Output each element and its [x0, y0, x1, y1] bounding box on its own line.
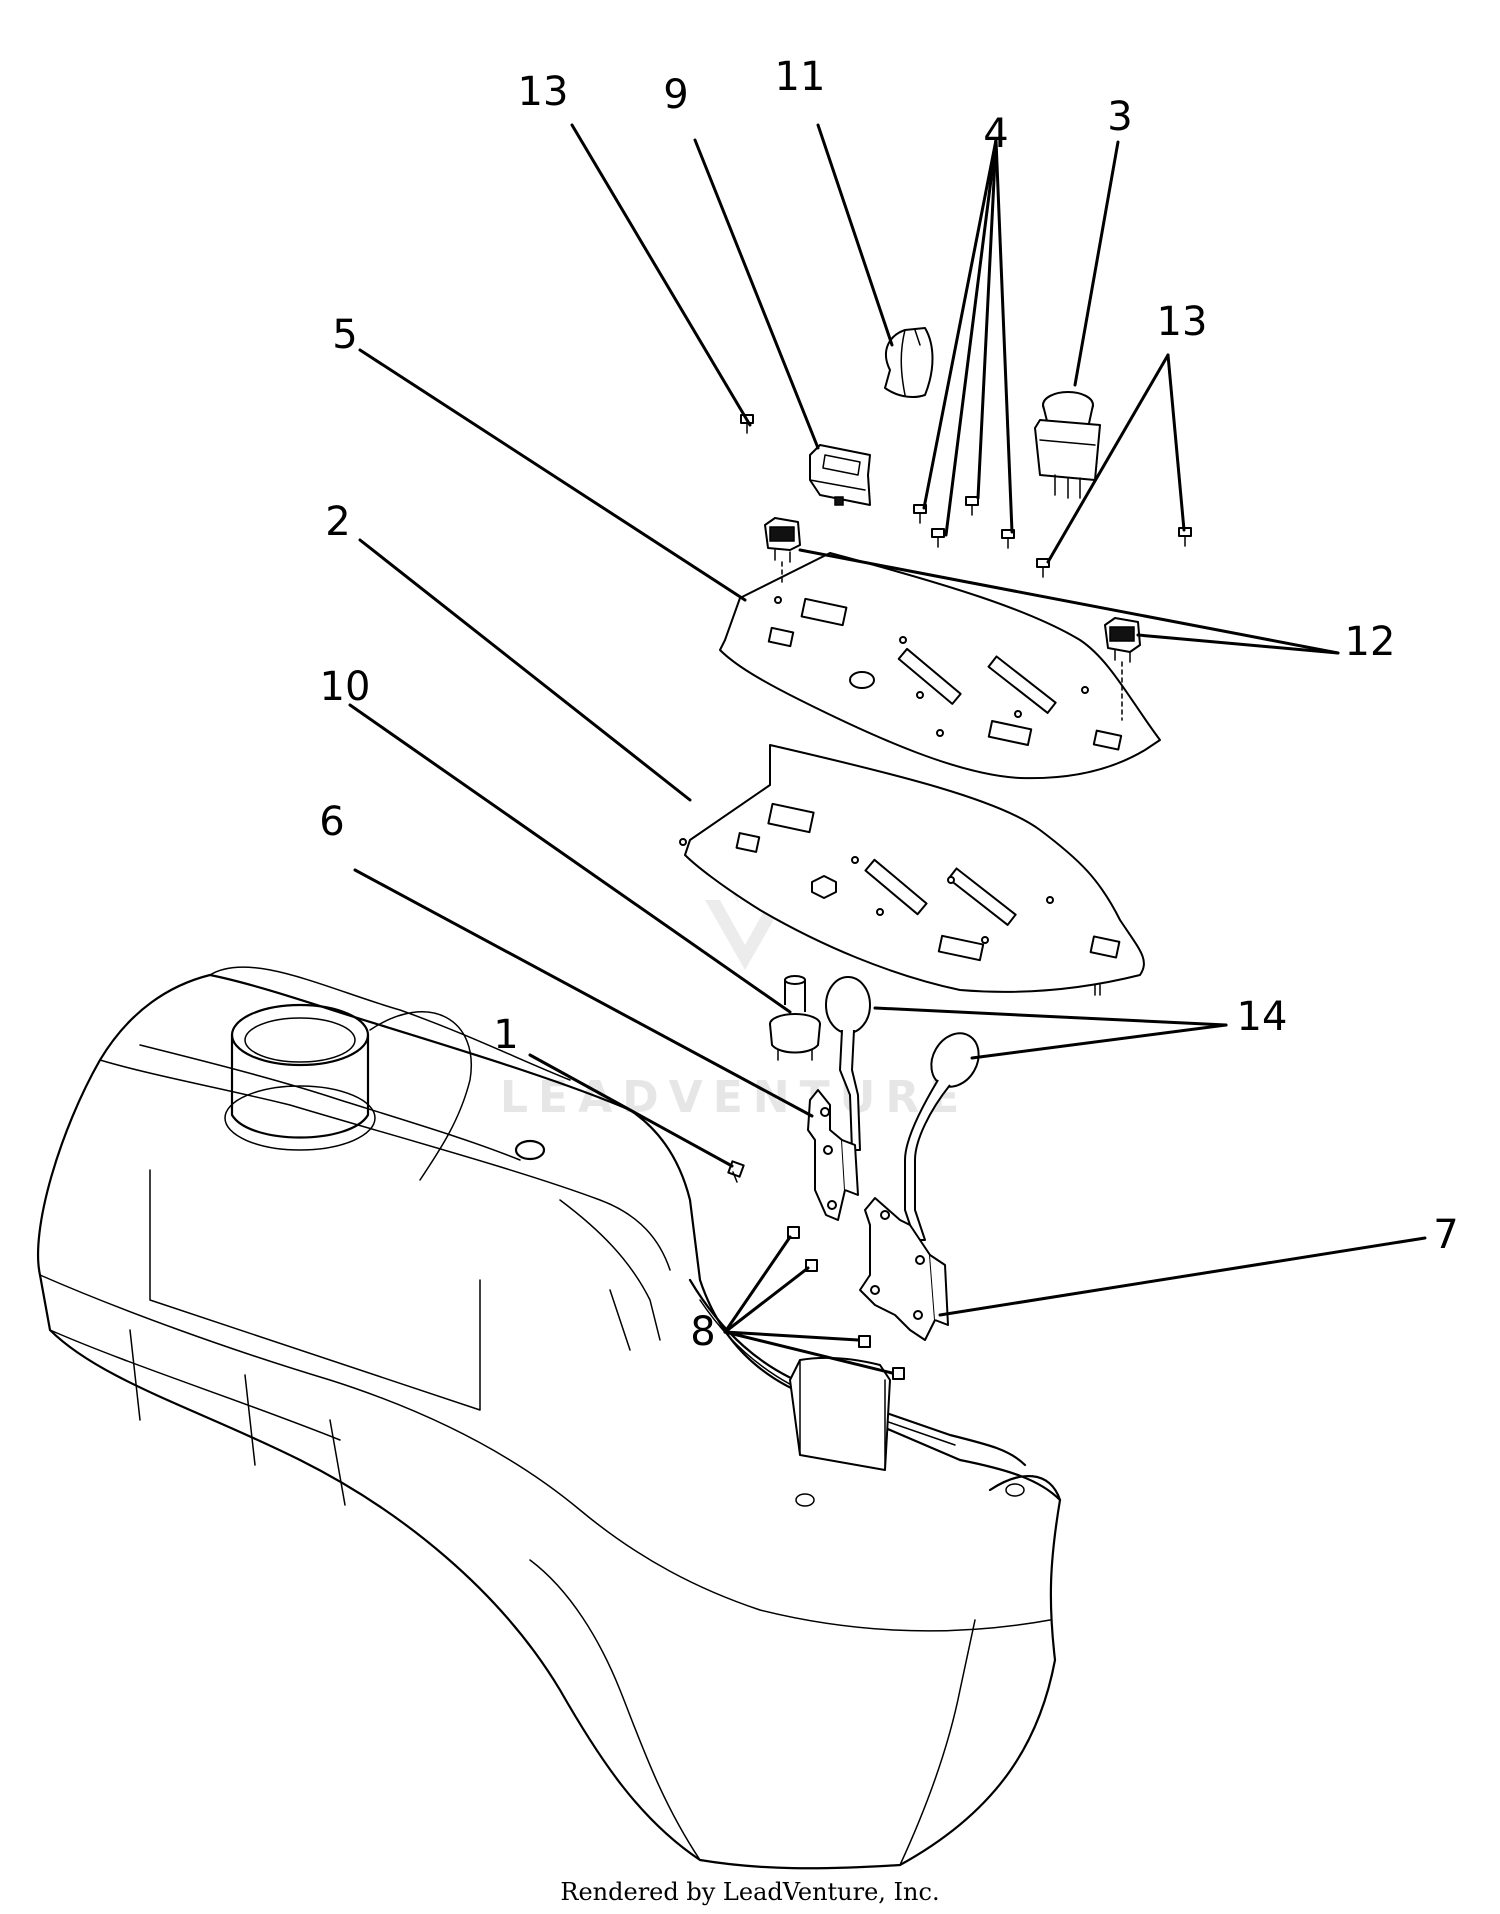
part-10-switch [769, 975, 821, 1061]
callout-10: 10 [320, 664, 371, 710]
callout-13-left: 13 [518, 69, 569, 115]
callout-13-right: 13 [1157, 299, 1208, 345]
callout-2: 2 [325, 499, 350, 545]
callout-4: 4 [983, 111, 1008, 157]
fender-body [36, 966, 1062, 1870]
nuts-8 [787, 1226, 905, 1380]
footer-credit: Rendered by LeadVenture, Inc. [560, 1878, 940, 1906]
callout-6: 6 [319, 799, 344, 845]
part-9-hour-meter [809, 444, 871, 506]
callouts: 13 9 11 4 3 13 5 12 2 10 6 14 1 7 8 [319, 54, 1458, 1355]
callout-12: 12 [1345, 619, 1396, 665]
panel-plate-2 [679, 744, 1145, 996]
leader-lines [348, 123, 1427, 1375]
panel-plate-5 [719, 552, 1161, 780]
callout-11: 11 [775, 54, 826, 100]
part-3-key-switch [1034, 391, 1101, 499]
bracket-7 [859, 1197, 949, 1341]
callout-5: 5 [332, 312, 357, 358]
part-12-rocker-switch-b [1104, 617, 1141, 721]
callout-9: 9 [663, 72, 688, 118]
callout-7: 7 [1433, 1212, 1458, 1258]
bracket-6 [807, 1089, 859, 1221]
callout-8: 8 [690, 1309, 715, 1355]
part-11-knob [884, 327, 934, 398]
callout-1: 1 [493, 1012, 518, 1058]
part-12-rocker-switch-a [764, 517, 801, 586]
callout-3: 3 [1107, 94, 1132, 140]
callout-14: 14 [1237, 994, 1288, 1040]
lever-left [825, 976, 871, 1151]
